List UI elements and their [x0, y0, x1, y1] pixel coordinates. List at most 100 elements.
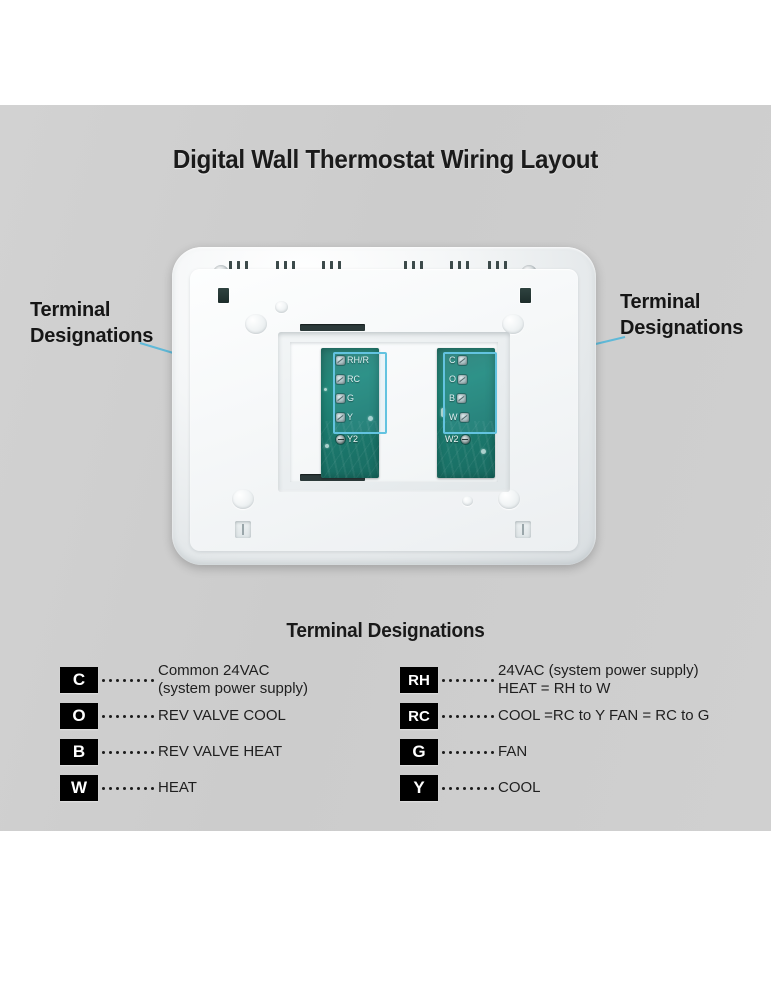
terminal-screw-icon: [457, 356, 467, 365]
terminal-badge-y: Y: [400, 775, 438, 801]
legend-row: B REV VALVE HEAT: [60, 734, 390, 770]
terminal-screw-icon: [336, 356, 345, 365]
terminal-rh-r[interactable]: RH/R: [336, 356, 369, 365]
thermostat-body: RH/R RC G Y Y2: [172, 247, 596, 565]
terminal-badge-w: W: [60, 775, 98, 801]
legend-desc-line1: 24VAC (system power supply): [498, 662, 699, 680]
terminal-label: B: [449, 393, 456, 403]
pcb-pad: [325, 444, 329, 448]
terminal-badge-o: O: [60, 703, 98, 729]
legend-title: Terminal Designations: [286, 620, 485, 642]
legend-desc-line2: (system power supply): [158, 680, 309, 697]
terminal-screw-icon: [336, 413, 345, 422]
legend-row: G FAN: [400, 734, 730, 770]
legend-description: HEAT: [158, 779, 197, 797]
legend-description: COOL: [498, 779, 541, 797]
legend-description: REV VALVE COOL: [158, 707, 286, 725]
terminal-label: RC: [347, 374, 360, 384]
thermostat-inner-plate: RH/R RC G Y Y2: [190, 269, 578, 551]
legend-row: W HEAT: [60, 770, 390, 806]
callout-right-line1: Terminal: [620, 291, 701, 313]
terminal-screw-icon: [457, 394, 467, 403]
alignment-pin-top: [275, 301, 288, 313]
sensor-square-right: [520, 288, 531, 303]
thermostat-backplate-image: RH/R RC G Y Y2: [172, 247, 596, 565]
terminal-c[interactable]: C: [449, 356, 467, 365]
terminal-screw-icon: [458, 375, 468, 384]
terminal-label: W: [449, 412, 458, 422]
terminal-label: Y2: [347, 434, 359, 444]
legend-row: RC COOL =RC to Y FAN = RC to G: [400, 698, 730, 734]
terminal-y[interactable]: Y: [336, 413, 353, 422]
legend-desc-line1: COOL: [498, 779, 541, 797]
highlight-box-left: [333, 352, 387, 434]
terminal-badge-b: B: [60, 739, 98, 765]
terminal-screw-icon: [459, 413, 469, 422]
terminal-g[interactable]: G: [336, 394, 354, 403]
mounting-boss-bottom-left: [232, 489, 254, 509]
terminal-label: C: [449, 355, 456, 365]
terminal-o[interactable]: O: [449, 374, 468, 384]
leader-dots-icon: [442, 667, 498, 693]
legend-desc-line1: HEAT: [158, 779, 197, 797]
callout-left-line1: Terminal: [30, 299, 111, 321]
legend-description: COOL =RC to Y FAN = RC to G: [498, 707, 709, 725]
callout-right-line2: Designations: [620, 316, 744, 339]
terminal-b[interactable]: B: [449, 393, 467, 403]
leader-dots-icon: [102, 775, 158, 801]
highlight-box-right: [443, 352, 497, 434]
leader-dots-icon: [102, 703, 158, 729]
terminal-badge-rc: RC: [400, 703, 438, 729]
sensor-square-left: [218, 288, 229, 303]
callout-right: Terminal Designations: [620, 290, 743, 341]
mounting-boss-bottom-right: [498, 489, 520, 509]
mounting-boss-top-right: [502, 314, 524, 334]
legend-row: O REV VALVE COOL: [60, 698, 390, 734]
legend-row: Y COOL: [400, 770, 730, 806]
terminal-screw-icon: [336, 435, 345, 444]
pcb-left: [321, 348, 379, 478]
terminal-w2[interactable]: W2: [445, 435, 470, 444]
legend-description: Common 24VAC (system power supply): [158, 662, 308, 697]
legend-description: 24VAC (system power supply) HEAT = RH to…: [498, 662, 699, 697]
terminal-y2[interactable]: Y2: [336, 435, 358, 444]
pcb-pad: [368, 416, 373, 421]
legend-description: FAN: [498, 743, 527, 761]
terminal-rc[interactable]: RC: [336, 375, 360, 384]
pcb-pad: [481, 449, 486, 454]
terminal-label: G: [347, 393, 355, 403]
terminal-screw-icon: [336, 375, 345, 384]
terminal-badge-c: C: [60, 667, 98, 693]
terminal-label: W2: [445, 434, 459, 444]
alignment-pin-bottom: [462, 496, 473, 506]
legend-row: RH 24VAC (system power supply) HEAT = RH…: [400, 662, 730, 698]
leader-dots-icon: [442, 775, 498, 801]
terminal-badge-rh: RH: [400, 667, 438, 693]
wire-notch-right: [515, 521, 531, 538]
legend: C Common 24VAC (system power supply) O R…: [60, 662, 740, 806]
legend-column-right: RH 24VAC (system power supply) HEAT = RH…: [400, 662, 730, 806]
terminal-w[interactable]: W: [449, 413, 469, 422]
terminal-screw-icon: [460, 435, 470, 444]
legend-column-left: C Common 24VAC (system power supply) O R…: [60, 662, 390, 806]
legend-desc-line2: HEAT = RH to W: [498, 680, 611, 697]
legend-row: C Common 24VAC (system power supply): [60, 662, 390, 698]
legend-desc-line1: REV VALVE HEAT: [158, 743, 283, 761]
terminal-badge-g: G: [400, 739, 438, 765]
mounting-boss-top-left: [245, 314, 267, 334]
leader-dots-icon: [102, 739, 158, 765]
terminal-label: RH/R: [347, 355, 369, 365]
legend-desc-line1: FAN: [498, 743, 528, 761]
legend-desc-line1: REV VALVE COOL: [158, 707, 286, 725]
leader-dots-icon: [442, 703, 498, 729]
callout-left: Terminal Designations: [30, 298, 153, 349]
terminal-screw-icon: [336, 394, 345, 403]
terminal-label: O: [449, 374, 457, 384]
legend-desc-line1: COOL =RC to Y FAN = RC to G: [498, 707, 710, 725]
terminal-label: Y: [347, 412, 354, 422]
callout-left-line2: Designations: [30, 324, 154, 347]
pcb-pad: [324, 388, 327, 391]
window-slot-top: [300, 324, 365, 331]
wire-notch-left: [235, 521, 251, 538]
